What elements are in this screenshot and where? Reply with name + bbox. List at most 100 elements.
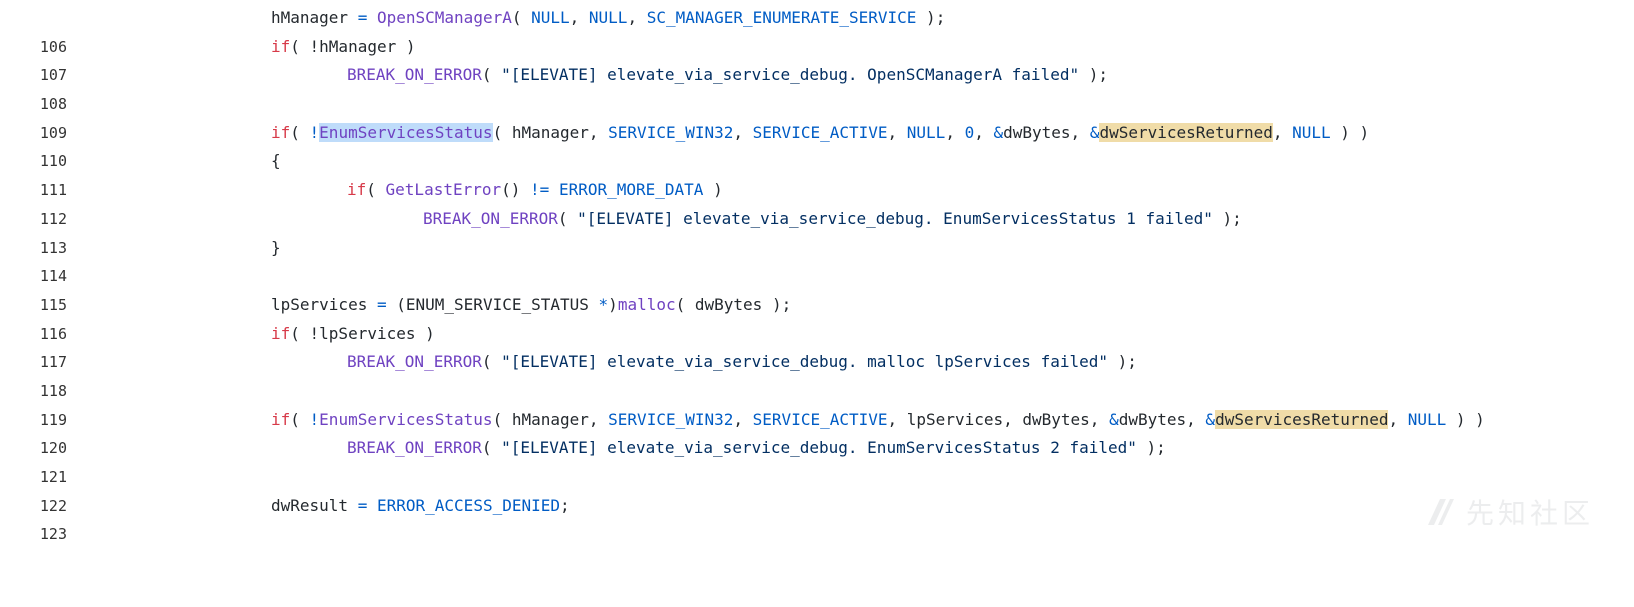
code-token: ) xyxy=(703,180,723,200)
code-line: 117 if( !lpServices ) xyxy=(0,320,1634,372)
line-code: if( !lpServices ) xyxy=(271,320,435,349)
code-token: ); xyxy=(1108,352,1137,372)
code-line: 110 if( !EnumServicesStatus( hManager, S… xyxy=(0,119,1634,170)
code-token: "[ELEVATE] elevate_via_service_debug. ma… xyxy=(501,352,1108,372)
code-token: GetLastError xyxy=(385,180,502,200)
code-token: & xyxy=(1205,409,1216,429)
code-token: ( xyxy=(290,122,310,142)
code-token: NULL xyxy=(588,8,628,27)
code-token: EnumServicesStatus xyxy=(319,409,493,429)
code-line: 122 xyxy=(0,463,1634,515)
code-line: 107 if( !hManager ) xyxy=(0,33,1634,85)
line-number[interactable]: 114 xyxy=(39,267,67,286)
line-code: if( !EnumServicesStatus( hManager, SERVI… xyxy=(271,406,1485,435)
code-line: 121 BREAK_ON_ERROR( "[ELEVATE] elevate_v… xyxy=(0,434,1634,486)
code-token: = xyxy=(357,8,368,27)
watermark-text: 先知社区 xyxy=(1465,497,1594,530)
code-token: , xyxy=(733,122,753,142)
line-number[interactable]: 108 xyxy=(39,95,67,114)
code-token: dwResult xyxy=(271,495,358,515)
code-view: 106 hManager = OpenSCManagerA( NULL, NUL… xyxy=(0,4,1634,543)
line-code: if( !hManager ) xyxy=(271,33,416,62)
code-token: , xyxy=(627,8,647,27)
code-line: 109 xyxy=(0,90,1634,142)
highlighted-token: EnumServicesStatus xyxy=(319,122,493,142)
code-token: "[ELEVATE] elevate_via_service_debug. Op… xyxy=(501,65,1080,85)
code-token: * xyxy=(598,294,609,314)
line-number[interactable]: 118 xyxy=(39,381,67,400)
line-number[interactable]: 119 xyxy=(39,410,67,429)
code-token: ( hManager, xyxy=(492,409,609,429)
line-code: dwResult = ERROR_ACCESS_DENIED; xyxy=(271,492,570,521)
code-token: SERVICE_ACTIVE xyxy=(752,122,888,142)
code-token: dwBytes, xyxy=(1003,122,1090,142)
code-line: 120 if( !EnumServicesStatus( hManager, S… xyxy=(0,406,1634,457)
code-token: "[ELEVATE] elevate_via_service_debug. En… xyxy=(501,438,1137,458)
code-token: ); xyxy=(1212,208,1242,228)
code-token: NULL xyxy=(1292,122,1331,142)
code-token xyxy=(367,8,377,27)
line-number[interactable]: 112 xyxy=(39,209,67,228)
code-token: 0 xyxy=(964,122,975,142)
code-token: SERVICE_ACTIVE xyxy=(752,409,888,429)
code-token: != xyxy=(530,180,550,200)
code-token: ( xyxy=(290,409,310,429)
line-number[interactable]: 110 xyxy=(39,152,67,171)
code-token: OpenSCManagerA xyxy=(376,8,512,27)
line-code: BREAK_ON_ERROR( "[ELEVATE] elevate_via_s… xyxy=(347,348,1137,377)
code-token: ERROR_MORE_DATA xyxy=(558,180,704,200)
line-number[interactable]: 111 xyxy=(39,181,67,200)
code-line: 118 BREAK_ON_ERROR( "[ELEVATE] elevate_v… xyxy=(0,348,1634,400)
code-token: ( xyxy=(481,438,502,458)
line-number[interactable]: 113 xyxy=(39,238,67,257)
line-number[interactable]: 117 xyxy=(39,353,67,372)
code-token: ); xyxy=(1079,65,1108,85)
line-code: } xyxy=(271,234,281,263)
watermark: 先知社区 xyxy=(1424,492,1594,532)
line-number[interactable]: 115 xyxy=(39,295,67,314)
code-token: ( hManager, xyxy=(492,122,609,142)
line-number[interactable]: 106 xyxy=(39,37,67,56)
code-token: , xyxy=(945,122,965,142)
code-token: , xyxy=(733,409,753,429)
code-token: if xyxy=(347,180,367,200)
code-token: if xyxy=(271,36,291,56)
code-token: if xyxy=(271,323,291,343)
line-number[interactable]: 109 xyxy=(39,123,67,142)
code-line: 113 BREAK_ON_ERROR( "[ELEVATE] elevate_v… xyxy=(0,205,1634,257)
code-token: } xyxy=(271,237,281,257)
line-number[interactable]: 122 xyxy=(39,496,67,515)
line-code: lpServices = (ENUM_SERVICE_STATUS *)mall… xyxy=(271,291,791,320)
code-token: = xyxy=(376,294,387,314)
line-code: { xyxy=(271,147,281,176)
code-token: { xyxy=(271,151,281,171)
code-token: = xyxy=(357,495,368,515)
code-line: 114 } xyxy=(0,234,1634,286)
line-number[interactable]: 123 xyxy=(39,525,67,544)
line-number[interactable]: 120 xyxy=(39,439,67,458)
line-code: hManager = OpenSCManagerA( NULL, NULL, S… xyxy=(271,4,945,33)
code-token: , xyxy=(1388,409,1408,429)
code-token: BREAK_ON_ERROR xyxy=(347,352,482,372)
line-code: BREAK_ON_ERROR( "[ELEVATE] elevate_via_s… xyxy=(347,61,1108,90)
line-number[interactable]: 116 xyxy=(39,324,67,343)
code-token: ( !lpServices ) xyxy=(290,323,435,343)
line-number[interactable]: 107 xyxy=(39,66,67,85)
code-token: ) xyxy=(608,294,618,314)
code-token: ) ) xyxy=(1446,409,1485,429)
code-token: ( xyxy=(366,180,386,200)
code-token: ) ) xyxy=(1330,122,1370,142)
code-token: NULL xyxy=(906,122,946,142)
code-line: 106 hManager = OpenSCManagerA( NULL, NUL… xyxy=(0,4,1634,56)
code-token: ( !hManager ) xyxy=(290,36,416,56)
code-token: ( xyxy=(481,352,502,372)
xianzhi-logo-icon xyxy=(1427,499,1454,525)
code-token: NULL xyxy=(1407,409,1447,429)
code-token: ; xyxy=(560,495,570,515)
code-token: (ENUM_SERVICE_STATUS xyxy=(386,294,599,314)
line-number[interactable]: 121 xyxy=(39,468,67,487)
code-token: SERVICE_WIN32 xyxy=(608,122,734,142)
line-code: if( GetLastError() != ERROR_MORE_DATA ) xyxy=(347,176,723,205)
code-token: NULL xyxy=(531,8,570,27)
code-token: ! xyxy=(309,122,320,142)
